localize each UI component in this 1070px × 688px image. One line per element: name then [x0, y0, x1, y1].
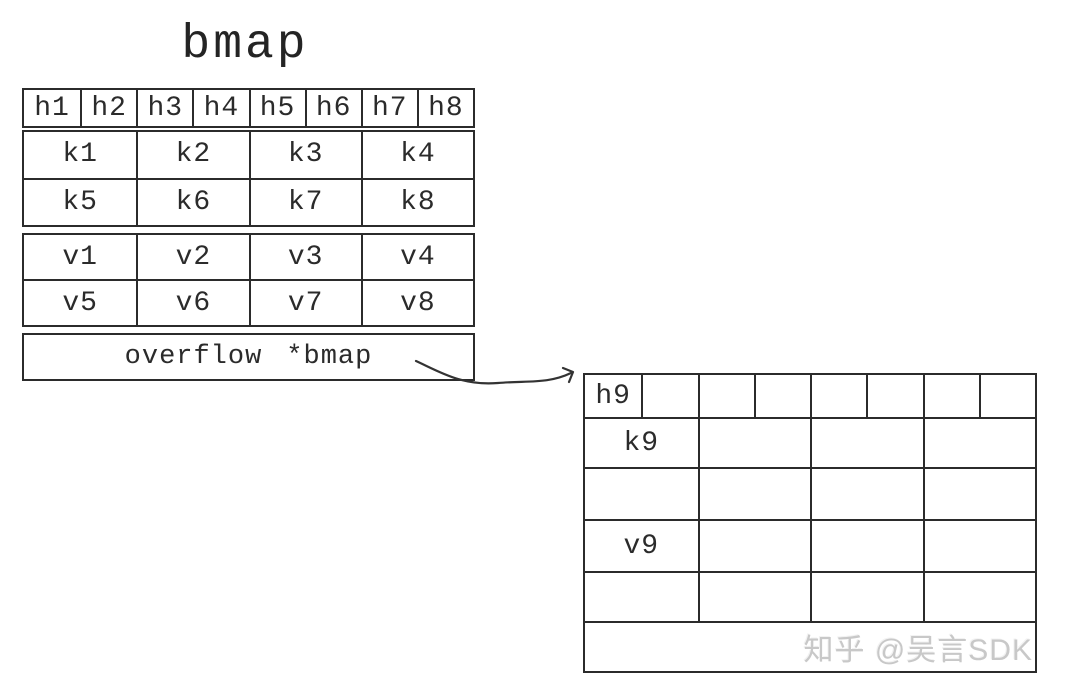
tophash-cell: h7 — [360, 90, 417, 126]
overflow-field-type: *bmap — [286, 342, 373, 372]
values-row: v9 — [585, 519, 1035, 571]
overflow-pointer-row: 知乎 @吴言SDK — [585, 621, 1035, 671]
value-cell: v1 — [62, 241, 98, 273]
key-cell: k4 — [360, 132, 473, 178]
tophash-cell: h6 — [304, 90, 361, 126]
key-cell — [922, 419, 1036, 467]
value-cell — [697, 521, 811, 571]
tophash-cell — [866, 375, 922, 417]
key-cell — [810, 469, 923, 519]
values-row: v1 v2 v3 v4 — [24, 235, 473, 279]
keys-row: k1 k2 k3 k4 — [24, 132, 473, 178]
tophash-cell: h3 — [136, 90, 192, 126]
value-cell — [585, 573, 698, 621]
value-cell: v2 — [136, 235, 248, 279]
overflow-pointer-row: overflow *bmap — [24, 335, 473, 379]
key-cell — [697, 469, 811, 519]
overflow-field-label: overflow — [124, 342, 263, 372]
value-cell — [922, 573, 1036, 621]
key-cell: k9 — [623, 427, 660, 459]
key-cell: k7 — [248, 179, 361, 225]
tophash-cell — [922, 375, 979, 417]
tophash-row: h1 h2 h3 h4 h5 h6 h7 h8 — [24, 90, 473, 126]
tophash-cell: h1 — [34, 92, 70, 124]
values-row: v5 v6 v7 v8 — [24, 279, 473, 325]
key-cell: k8 — [360, 179, 473, 225]
key-cell — [697, 419, 811, 467]
tophash-cell: h5 — [248, 90, 305, 126]
key-cell — [922, 469, 1036, 519]
value-cell — [810, 573, 923, 621]
value-cell — [922, 521, 1036, 571]
tophash-cell — [978, 375, 1035, 417]
value-cell: v3 — [248, 235, 361, 279]
left-bucket-tophash-box: h1 h2 h3 h4 h5 h6 h7 h8 — [22, 88, 475, 128]
tophash-cell: h9 — [595, 380, 631, 412]
value-cell: v8 — [360, 281, 473, 325]
keys-row — [585, 467, 1035, 519]
tophash-cell: h2 — [80, 90, 136, 126]
tophash-cell: h4 — [192, 90, 248, 126]
overflow-pointer-arrow — [414, 359, 575, 385]
value-cell: v6 — [136, 281, 248, 325]
key-cell: k6 — [136, 179, 248, 225]
value-cell — [810, 521, 923, 571]
watermark: 知乎 @吴言SDK — [803, 634, 1033, 667]
tophash-row: h9 — [585, 375, 1035, 417]
key-cell: k5 — [62, 186, 98, 218]
right-bucket-table: h9 k9 v9 — [583, 373, 1037, 673]
diagram-title: bmap — [181, 18, 309, 72]
value-cell: v5 — [62, 287, 98, 319]
tophash-cell: h8 — [416, 90, 473, 126]
key-cell: k2 — [136, 132, 248, 178]
left-bucket-keys-box: k1 k2 k3 k4 k5 k6 k7 k8 — [22, 130, 475, 227]
value-cell — [697, 573, 811, 621]
tophash-cell — [697, 375, 754, 417]
left-bucket-overflow-box: overflow *bmap — [22, 333, 475, 381]
left-bucket-values-box: v1 v2 v3 v4 v5 v6 v7 v8 — [22, 233, 475, 327]
key-cell — [585, 469, 698, 519]
key-cell: k3 — [248, 132, 361, 178]
keys-row: k9 — [585, 417, 1035, 467]
value-cell: v7 — [248, 281, 361, 325]
key-cell: k1 — [62, 139, 98, 171]
tophash-cell — [810, 375, 866, 417]
tophash-cell — [753, 375, 810, 417]
value-cell: v4 — [360, 235, 473, 279]
key-cell — [810, 419, 923, 467]
keys-row: k5 k6 k7 k8 — [24, 177, 473, 225]
tophash-cell — [641, 375, 697, 417]
value-cell: v9 — [623, 530, 660, 562]
values-row — [585, 571, 1035, 621]
